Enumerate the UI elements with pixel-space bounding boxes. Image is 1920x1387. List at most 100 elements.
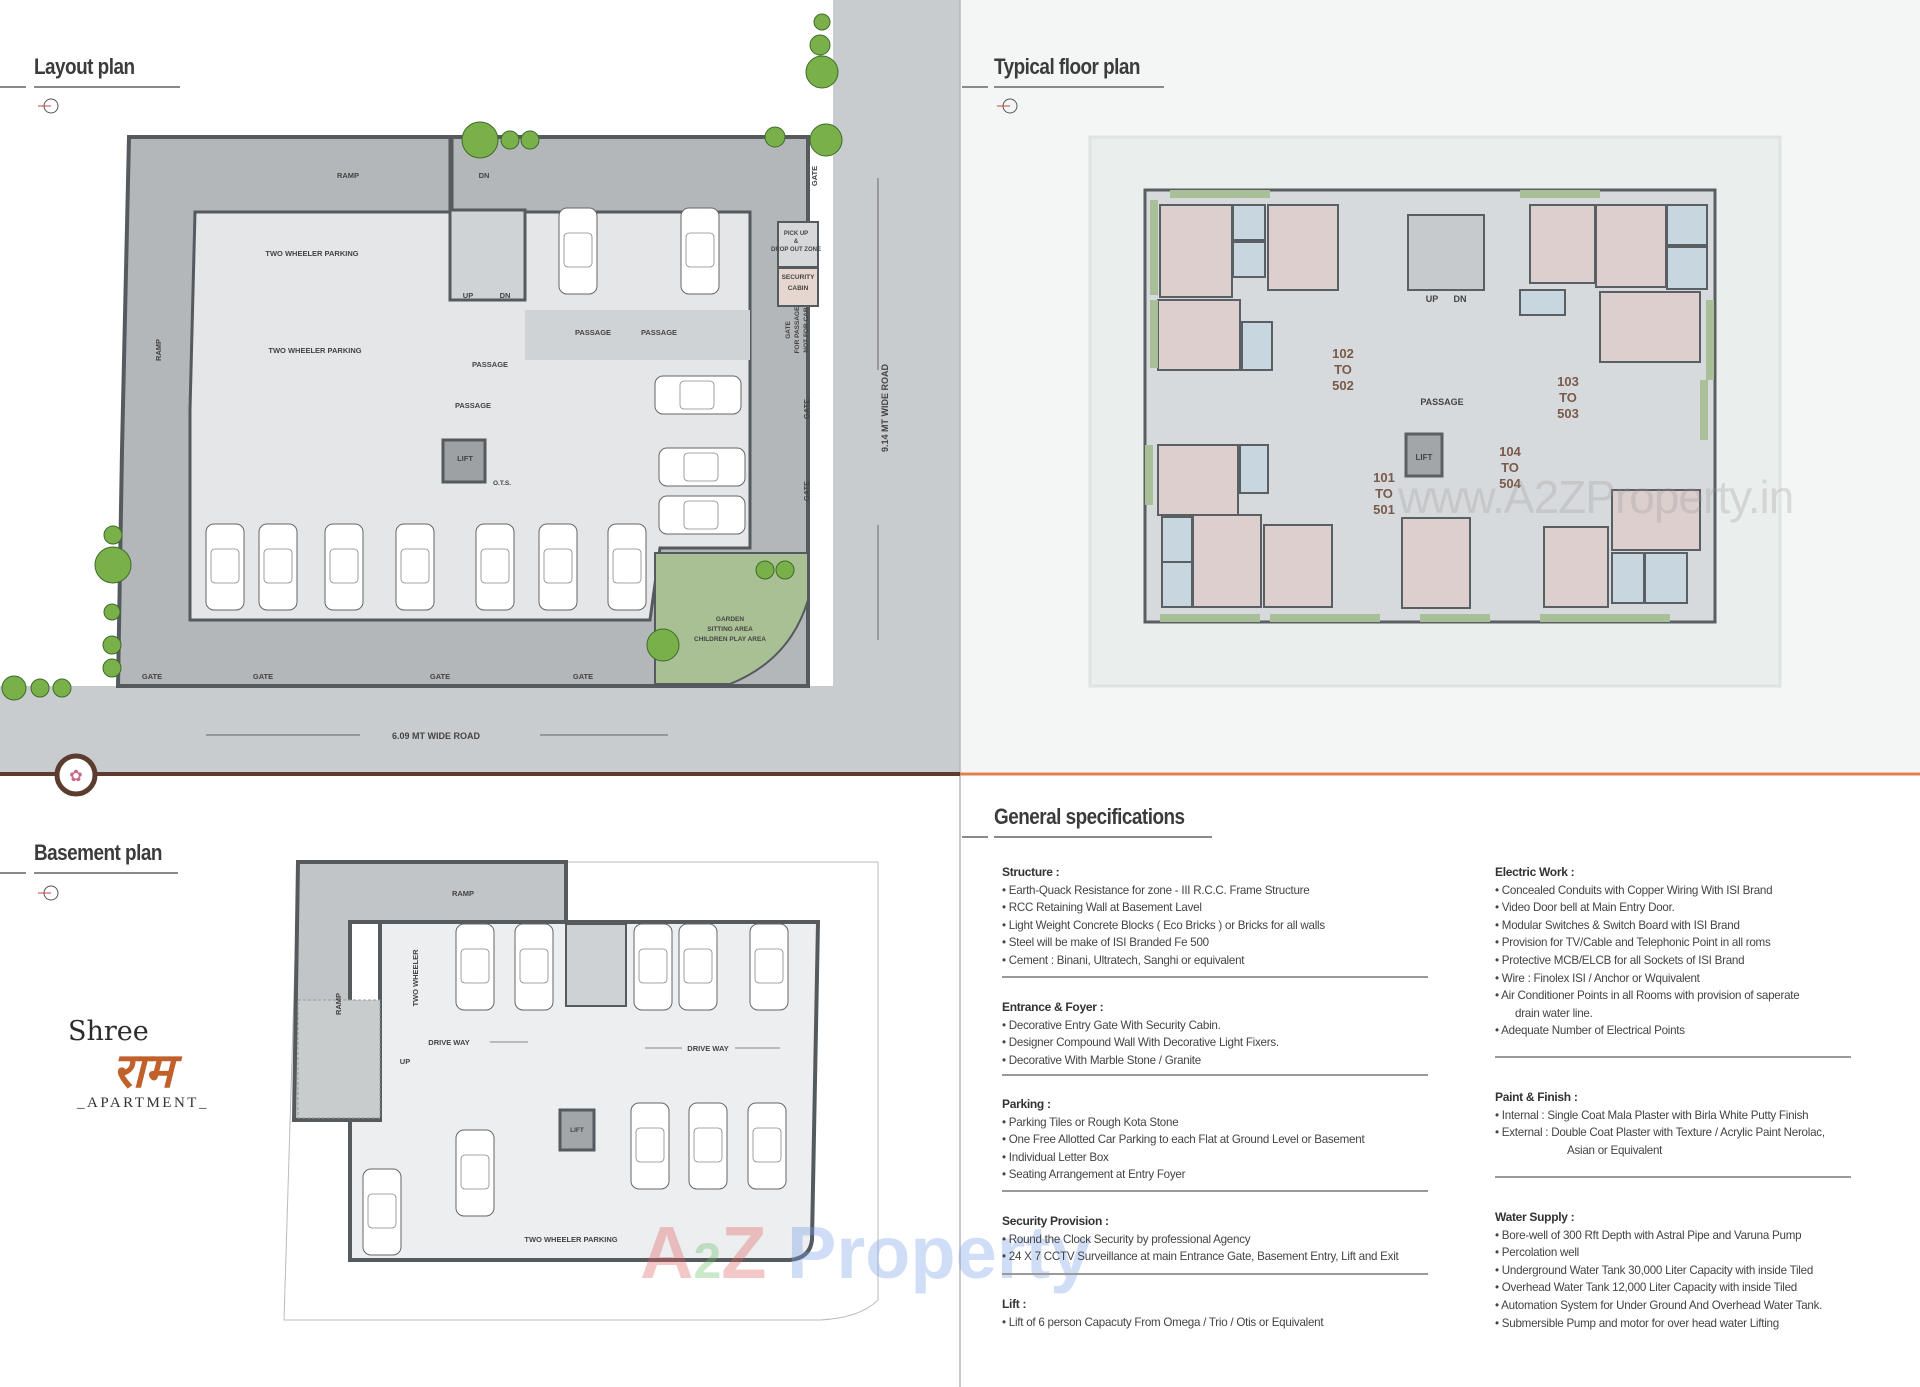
label-garden: GARDEN xyxy=(716,616,744,623)
spec-item-text: Submersible Pump and motor for over head… xyxy=(1501,1316,1779,1330)
bathroom xyxy=(1666,246,1708,290)
spec-item-text: Percolation well xyxy=(1501,1246,1579,1260)
wm-a: A xyxy=(640,1211,694,1294)
label-passage: PASSAGE xyxy=(1420,397,1463,407)
tree-icon xyxy=(805,55,839,89)
room xyxy=(1599,291,1701,363)
label-dn: DN xyxy=(479,171,490,180)
spec-item: Concealed Conduits with Copper Wiring Wi… xyxy=(1495,882,1799,900)
spec-section: Structure :Earth-Quack Resistance for zo… xyxy=(1002,864,1325,970)
spec-item-text: Internal : Single Coat Mala Plaster with… xyxy=(1501,1108,1809,1122)
car-icon xyxy=(633,923,673,1011)
label-passage: PASSAGE xyxy=(641,328,677,337)
car-icon xyxy=(475,523,515,611)
spec-item-text: Adequate Number of Electrical Points xyxy=(1501,1024,1685,1038)
spec-item: Decorative Entry Gate With Security Cabi… xyxy=(1002,1017,1279,1035)
spec-divider xyxy=(1002,1074,1428,1076)
label-passage: PASSAGE xyxy=(455,401,491,410)
title-underline xyxy=(34,86,180,88)
label-gate: GATE xyxy=(142,672,162,681)
bathroom xyxy=(1519,289,1566,316)
logo-shree: Shree xyxy=(68,1016,149,1047)
spec-item-text: Individual Letter Box xyxy=(1008,1150,1109,1164)
spec-item-text: Decorative Entry Gate With Security Cabi… xyxy=(1008,1018,1221,1032)
label-two-wheeler: TWO WHEELER xyxy=(411,949,420,1007)
spec-item: Internal : Single Coat Mala Plaster with… xyxy=(1495,1107,1825,1125)
room xyxy=(1157,299,1241,371)
spec-item: Designer Compound Wall With Decorative L… xyxy=(1002,1034,1279,1052)
title-rule xyxy=(962,836,988,838)
spec-section: Water Supply :Bore-well of 300 Rft Depth… xyxy=(1495,1209,1822,1332)
spec-item: Overhead Water Tank 12,000 Liter Capacit… xyxy=(1495,1279,1822,1297)
tree-icon xyxy=(94,546,132,584)
label-dn: DN xyxy=(1454,294,1467,304)
balcony xyxy=(1700,380,1708,440)
spec-item-text: Bore-well of 300 Rft Depth with Astral P… xyxy=(1501,1228,1802,1242)
title-underline xyxy=(994,836,1212,838)
label-pickup: & xyxy=(794,239,799,245)
road-bottom xyxy=(0,686,960,774)
balcony xyxy=(1150,200,1158,295)
label-passage: PASSAGE xyxy=(575,328,611,337)
floor-rooms xyxy=(1145,190,1714,622)
spec-section: Parking : Parking Tiles or Rough Kota Sto… xyxy=(1002,1096,1365,1184)
flat-label-103: 503 xyxy=(1557,406,1579,421)
spec-item-text: Wire : Finolex ISI / Anchor or Wquivalen… xyxy=(1501,971,1700,985)
car-icon xyxy=(455,923,495,1011)
title-rule xyxy=(0,86,26,88)
tree-icon xyxy=(520,130,540,150)
room xyxy=(1529,204,1596,284)
tree-icon xyxy=(103,525,123,545)
wm-z: Z xyxy=(721,1211,767,1294)
shree-ram-apartment-logo: Shree राम _APARTMENT_ xyxy=(58,1016,228,1112)
spec-item: Protective MCB/ELCB for all Sockets of I… xyxy=(1495,952,1799,970)
label-garden: CHILDREN PLAY AREA xyxy=(694,636,766,643)
spec-heading: Parking : xyxy=(1002,1097,1051,1111)
layout-plan-drawing: RAMP DN RAMP TWO WHEELER PARKING TWO WHE… xyxy=(0,0,960,774)
spec-item-text: Lift of 6 person Capacuty From Omega / T… xyxy=(1008,1315,1324,1329)
spec-item-text: RCC Retaining Wall at Basement Lavel xyxy=(1008,901,1202,915)
label-up: UP xyxy=(463,291,473,300)
spec-item: Video Door bell at Main Entry Door. xyxy=(1495,899,1799,917)
car-icon xyxy=(658,447,746,487)
label-two-wheeler-parking: TWO WHEELER PARKING xyxy=(524,1235,617,1244)
tree-icon xyxy=(461,121,499,159)
spec-item-text: Video Door bell at Main Entry Door. xyxy=(1501,901,1675,915)
spec-heading: Entrance & Foyer : xyxy=(1002,1000,1104,1014)
bathroom xyxy=(1239,444,1269,494)
balcony xyxy=(1540,614,1670,622)
label-gate-passage: GATE xyxy=(785,321,792,339)
label-drive-way: DRIVE WAY xyxy=(687,1044,728,1053)
emblem-circle xyxy=(54,753,98,797)
car-icon xyxy=(558,207,598,295)
flat-label-104: 504 xyxy=(1499,476,1521,491)
label-gate: GATE xyxy=(802,481,811,501)
label-lift: LIFT xyxy=(1416,453,1433,462)
tree-icon xyxy=(809,34,831,56)
spec-item: Lift of 6 person Capacuty From Omega / T… xyxy=(1002,1314,1324,1332)
label-gate-passage: NOT FOR CAR xyxy=(803,307,810,352)
lift-shaft xyxy=(441,438,487,484)
wm-2: 2 xyxy=(693,1233,722,1289)
staircase xyxy=(448,208,527,302)
spec-item-text: Protective MCB/ELCB for all Sockets of I… xyxy=(1501,953,1745,967)
label-lift: LIFT xyxy=(570,1127,584,1134)
label-ots: O.T.S. xyxy=(493,480,511,487)
car-icon xyxy=(205,523,245,611)
spec-section: Lift :Lift of 6 person Capacuty From Ome… xyxy=(1002,1296,1324,1332)
car-icon xyxy=(538,523,578,611)
page-title-typical-floor-plan: Typical floor plan xyxy=(994,54,1140,79)
spec-item-text: Overhead Water Tank 12,000 Liter Capacit… xyxy=(1501,1281,1798,1295)
spec-item-text: One Free Allotted Car Parking to each Fl… xyxy=(1008,1133,1365,1147)
flat-label-101: 501 xyxy=(1373,502,1395,517)
label-pickup: PICK UP xyxy=(784,231,808,237)
bathroom xyxy=(1232,241,1266,278)
page-title-basement-plan: Basement plan xyxy=(34,840,162,865)
room xyxy=(1192,514,1262,608)
label-gate: GATE xyxy=(253,672,273,681)
balcony xyxy=(1170,190,1270,198)
spec-item: Parking Tiles or Rough Kota Stone xyxy=(1002,1114,1364,1132)
flat-label-101: 101 xyxy=(1373,470,1395,485)
ramp-down xyxy=(297,999,381,1119)
flower-icon: ✿ xyxy=(69,766,82,785)
